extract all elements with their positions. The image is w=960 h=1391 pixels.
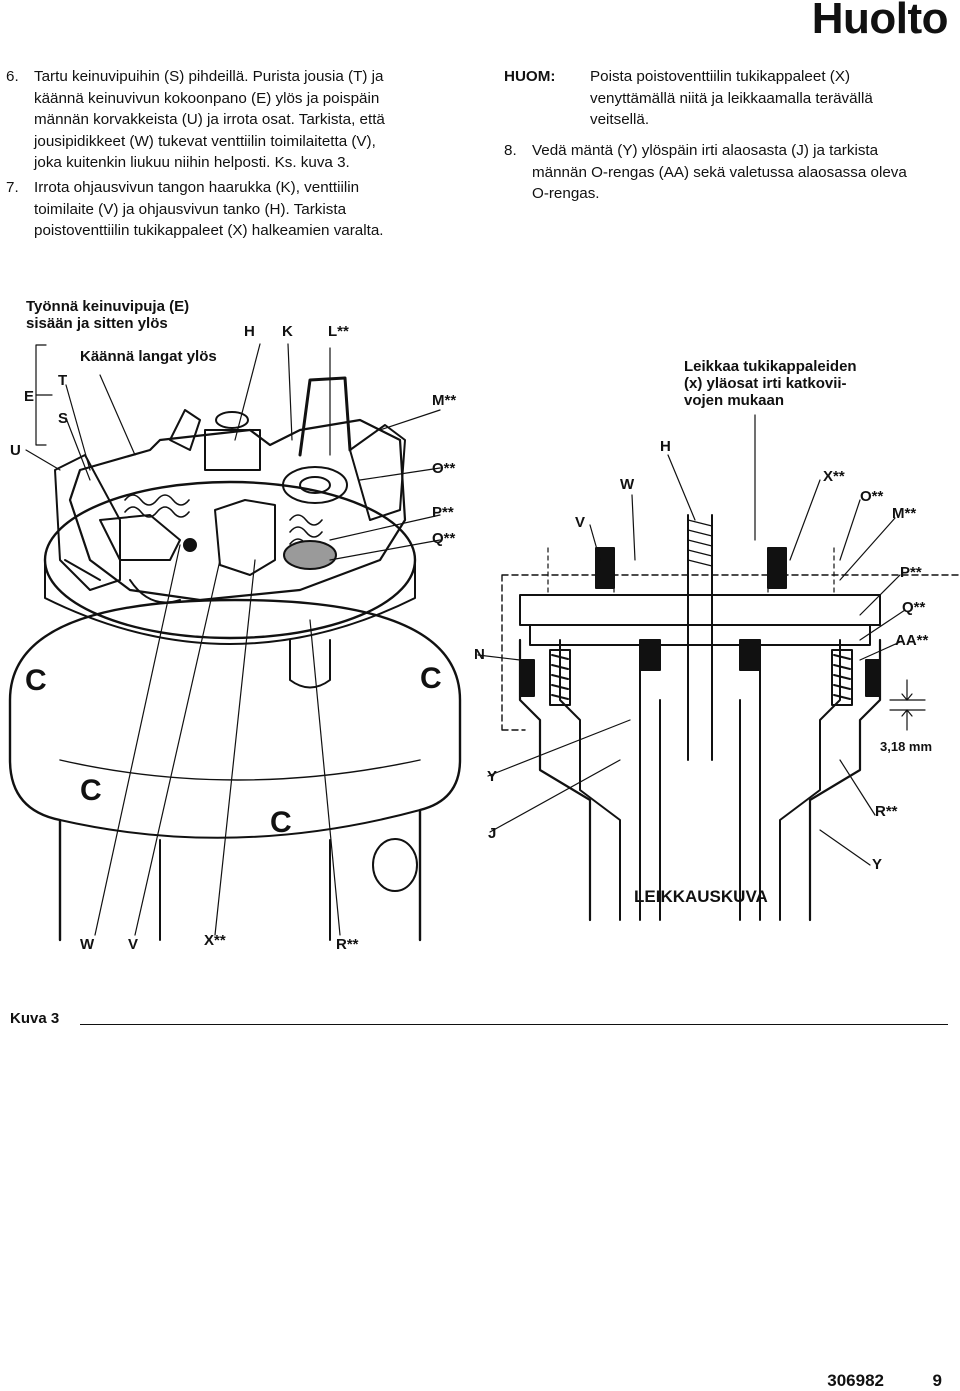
label-right-J: J xyxy=(488,825,497,842)
label-W: W xyxy=(80,936,95,953)
label-right-P: P** xyxy=(900,564,922,581)
label-cut-text-2: (x) yläosat irti katkovii- xyxy=(684,375,847,392)
label-T: T xyxy=(58,372,68,389)
step-7-line: poistoventtiilin tukikappaleet (X) halke… xyxy=(34,222,384,239)
step-6-number: 6. xyxy=(6,68,19,85)
step-8-number: 8. xyxy=(504,142,517,159)
label-push-text-1: Työnnä keinuvipuja (E) xyxy=(26,298,190,315)
note-line: veitsellä. xyxy=(590,111,650,128)
label-P: P** xyxy=(432,504,454,521)
figure-caption: Kuva 3 xyxy=(10,1010,60,1027)
step-6-line: männän korvakkeista (U) ja irrota osat. … xyxy=(34,111,385,128)
label-right-R: R** xyxy=(875,803,898,820)
svg-text:C: C xyxy=(420,662,442,695)
label-R: R** xyxy=(336,936,359,953)
label-K: K xyxy=(282,323,293,340)
step-6-line: joka kuitenkin liukuu niihin helposti. K… xyxy=(34,154,350,171)
step-7-line: Irrota ohjausvivun tangon haarukka (K), … xyxy=(34,179,360,196)
svg-text:C: C xyxy=(80,774,102,807)
step-7-number: 7. xyxy=(6,179,19,196)
label-right-Q: Q** xyxy=(902,599,926,616)
right-leader-lines xyxy=(477,414,906,866)
label-E: E xyxy=(24,388,35,405)
step-7-text: Irrota ohjausvivun tangon haarukka (K), … xyxy=(34,177,384,242)
label-cut-text-3: vojen mukaan xyxy=(684,392,785,409)
label-L: L** xyxy=(328,323,349,340)
note-line: venyttämällä niitä ja leikkaamalla teräv… xyxy=(590,89,873,107)
label-turn-text: Käännä langat ylös xyxy=(80,348,217,365)
label-O: O** xyxy=(432,460,456,477)
label-right-H: H xyxy=(660,438,671,455)
step-6-line: jousipidikkeet (W) tukevat venttiilin to… xyxy=(34,132,376,150)
step-6-line: käännä keinuvivun kokoonpano (E) ylös ja… xyxy=(34,89,380,107)
note-label: HUOM: xyxy=(504,68,556,85)
label-right-Y: Y xyxy=(487,768,498,785)
section-title: Huolto xyxy=(811,0,949,43)
svg-text:C: C xyxy=(25,664,47,697)
step-8-line: männän O-rengas (AA) sekä valetussa alao… xyxy=(532,163,907,181)
label-H: H xyxy=(244,323,255,340)
label-right-M: M** xyxy=(892,505,917,522)
svg-text:C: C xyxy=(270,806,292,839)
label-right-X: X** xyxy=(823,468,845,485)
label-right-N: N xyxy=(474,646,485,663)
label-push-text-2: sisään ja sitten ylös xyxy=(26,315,168,332)
step-7-line: toimilaite (V) ja ohjausvivun tanko (H).… xyxy=(34,200,347,218)
footer-doc-number: 306982 xyxy=(827,1371,884,1390)
label-right-W: W xyxy=(620,476,635,493)
footer-page-number: 9 xyxy=(932,1371,942,1390)
label-U: U xyxy=(10,442,21,459)
cross-section-drawing xyxy=(501,514,959,922)
label-Q: Q** xyxy=(432,530,456,547)
label-section: LEIKKAUSKUVA xyxy=(634,887,768,906)
label-right-AA: AA** xyxy=(895,632,929,649)
left-leader-lines xyxy=(25,343,441,936)
label-cut-text-1: Leikkaa tukikappaleiden xyxy=(684,358,857,375)
note-text: Poista poistoventtiilin tukikappaleet (X… xyxy=(590,66,873,131)
label-right-O: O** xyxy=(860,488,884,505)
label-S: S xyxy=(58,410,69,427)
figure-caption-rule xyxy=(80,1024,948,1025)
step-8-line: Vedä mäntä (Y) ylöspäin irti alaosasta (… xyxy=(532,142,879,159)
pump-assembly-drawing: C C C C xyxy=(8,376,462,942)
label-X: X** xyxy=(204,932,226,949)
label-right-Y2: Y xyxy=(872,856,883,873)
label-dimension: 3,18 mm xyxy=(880,739,933,754)
step-6-text: Tartu keinuvipuihin (S) pihdeillä. Puris… xyxy=(34,66,385,174)
label-right-V: V xyxy=(575,514,586,531)
note-line: Poista poistoventtiilin tukikappaleet (X… xyxy=(590,68,851,85)
label-M: M** xyxy=(432,392,457,409)
step-8-text: Vedä mäntä (Y) ylöspäin irti alaosasta (… xyxy=(532,140,907,205)
step-8-line: O-rengas. xyxy=(532,185,600,202)
label-V: V xyxy=(128,936,139,953)
step-6-line: Tartu keinuvipuihin (S) pihdeillä. Puris… xyxy=(34,68,384,85)
